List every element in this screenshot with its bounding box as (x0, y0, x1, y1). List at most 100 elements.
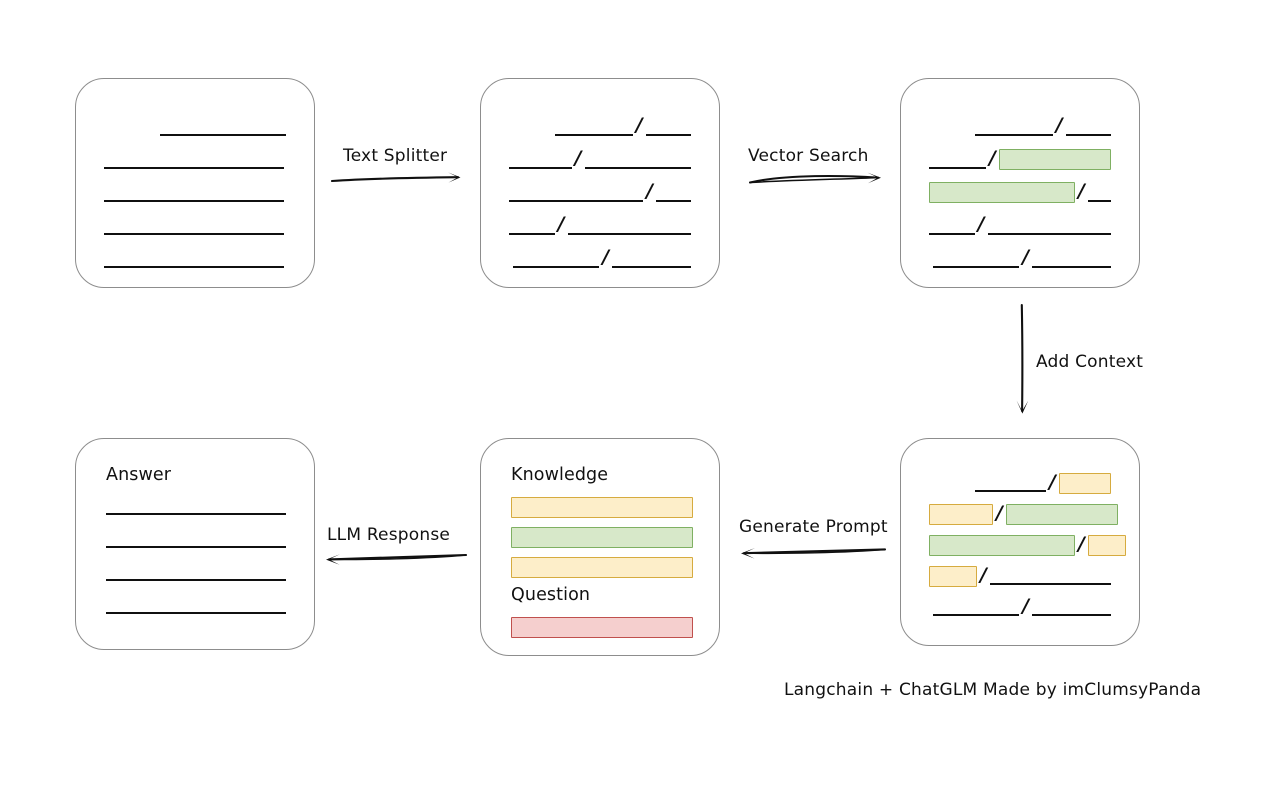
document-row: / (901, 143, 1139, 176)
knowledge-chunk-bar-yellow (511, 497, 693, 518)
answer-text-line (106, 546, 286, 548)
text-line-segment (656, 200, 691, 202)
context-document-card: / / / / / (900, 438, 1140, 646)
vector-search-arrow (749, 172, 881, 184)
document-row: / (901, 110, 1139, 143)
text-line-segment (104, 266, 284, 268)
text-line-segment (513, 266, 600, 268)
chunk-separator-slash: / (635, 114, 643, 136)
chunk-separator-slash: / (1049, 471, 1056, 493)
knowledge-chunk-bar-yellow (511, 557, 693, 578)
knowledge-label: Knowledge (511, 465, 609, 485)
add-context-arrow (1016, 303, 1029, 414)
llm-response-label: LLM Response (327, 525, 451, 545)
text-line-segment (509, 167, 572, 169)
document-row: / (901, 176, 1139, 209)
retrieved-document-card: / / / / / (900, 78, 1140, 288)
answer-text-line (106, 579, 286, 581)
document-row (76, 176, 314, 209)
highlighted-chunk-green (929, 535, 1075, 556)
chunk-separator-slash: / (646, 180, 654, 202)
text-line-segment (509, 233, 555, 235)
context-document-lines: / / / / / (901, 468, 1139, 623)
document-row: / (481, 242, 719, 275)
prompt-card: Knowledge Question (480, 438, 720, 656)
text-line-segment (104, 233, 284, 235)
text-line-segment (555, 134, 633, 136)
chunk-separator-slash: / (1078, 180, 1085, 202)
llm-response-arrow (326, 553, 468, 565)
retrieved-document-lines: / / / / / (901, 110, 1139, 275)
text-line-segment (612, 266, 691, 268)
text-line-segment (929, 167, 986, 169)
highlighted-chunk-yellow (929, 504, 993, 525)
chunk-separator-slash: / (989, 147, 996, 169)
document-row: / (901, 242, 1139, 275)
text-splitter-arrow (330, 172, 461, 183)
vector-search-label: Vector Search (748, 146, 869, 166)
text-line-segment (1065, 134, 1111, 136)
split-document-card: / / / / / (480, 78, 720, 288)
answer-text-line (106, 513, 286, 515)
chunk-separator-slash: / (1078, 533, 1085, 555)
document-row: / (481, 209, 719, 242)
text-line-segment (104, 200, 284, 202)
highlighted-chunk-green (999, 149, 1111, 170)
document-row: / (901, 561, 1139, 592)
document-row: / (901, 530, 1139, 561)
question-label: Question (511, 585, 591, 605)
chunk-separator-slash: / (996, 502, 1003, 524)
text-line-segment (1032, 266, 1111, 268)
text-line-segment (509, 200, 644, 202)
chunk-separator-slash: / (977, 213, 985, 235)
document-row: / (901, 592, 1139, 623)
text-splitter-label: Text Splitter (343, 146, 448, 166)
split-document-lines: / / / / / (481, 110, 719, 275)
text-line-segment (1088, 200, 1111, 202)
source-document-lines (76, 110, 314, 275)
document-row (76, 242, 314, 275)
chunk-separator-slash: / (557, 213, 565, 235)
document-row: / (901, 468, 1139, 499)
text-line-segment (975, 134, 1053, 136)
document-row (76, 110, 314, 143)
answer-text-line (106, 612, 286, 614)
text-line-segment (567, 233, 691, 235)
document-row: / (481, 176, 719, 209)
chunk-separator-slash: / (1022, 246, 1030, 268)
text-line-segment (990, 583, 1111, 585)
text-line-segment (933, 614, 1020, 616)
text-line-segment (1032, 614, 1111, 616)
source-document-card (75, 78, 315, 288)
document-row (76, 143, 314, 176)
text-line-segment (933, 266, 1020, 268)
answer-card: Answer (75, 438, 315, 650)
chunk-separator-slash: / (574, 147, 582, 169)
text-line-segment (929, 233, 975, 235)
knowledge-chunk-bar-green (511, 527, 693, 548)
chunk-separator-slash: / (1055, 114, 1063, 136)
document-row: / (481, 110, 719, 143)
text-line-segment (975, 490, 1046, 492)
highlighted-chunk-green (1006, 504, 1118, 525)
document-row: / (901, 499, 1139, 530)
generate-prompt-arrow (741, 548, 887, 559)
text-line-segment (104, 167, 284, 169)
document-row (76, 209, 314, 242)
answer-label: Answer (106, 465, 172, 485)
footer-credit: Langchain + ChatGLM Made by imClumsyPand… (784, 680, 1202, 700)
highlighted-chunk-green (929, 182, 1075, 203)
highlighted-chunk-yellow (1088, 535, 1126, 556)
highlighted-chunk-yellow (1059, 473, 1111, 494)
chunk-separator-slash: / (1022, 595, 1030, 617)
generate-prompt-label: Generate Prompt (739, 517, 888, 537)
add-context-label: Add Context (1036, 352, 1144, 372)
chunk-separator-slash: / (980, 564, 987, 586)
text-line-segment (160, 134, 286, 136)
text-line-segment (645, 134, 691, 136)
document-row: / (901, 209, 1139, 242)
question-bar-red (511, 617, 693, 638)
text-line-segment (987, 233, 1111, 235)
highlighted-chunk-yellow (929, 566, 977, 587)
